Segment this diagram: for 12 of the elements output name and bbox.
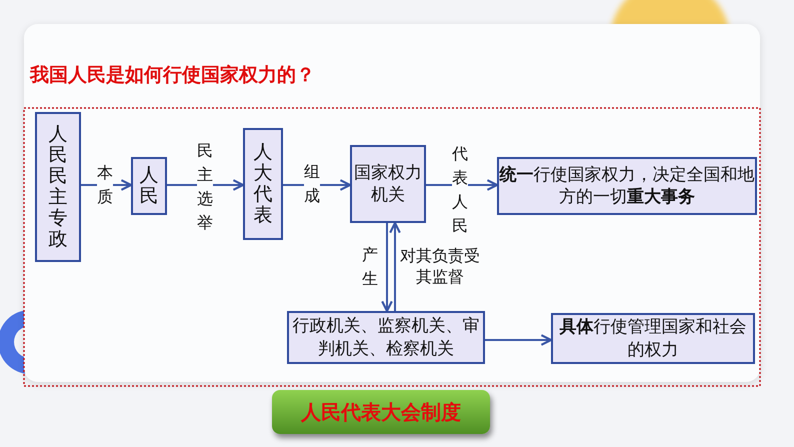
arrow [389, 222, 401, 311]
process-box: 统一行使国家权力，决定全国和地方的一切重大事务 [497, 157, 757, 215]
arrow [381, 223, 393, 312]
process-box: 行政机关、监察机关、审判机关、检察机关 [287, 311, 485, 364]
title: 我国人民是如何行使国家权力的？ [30, 63, 315, 88]
process-box: 人民 [131, 157, 167, 215]
process-box: 国家权力机关 [350, 145, 426, 223]
process-box: 具体行使管理国家和社会的权力 [551, 313, 755, 364]
process-box: 人大代表 [243, 128, 283, 240]
arrow [485, 334, 552, 346]
process-box: 人民民主专政 [35, 112, 81, 262]
system-banner: 人民代表大会制度 [272, 390, 490, 434]
